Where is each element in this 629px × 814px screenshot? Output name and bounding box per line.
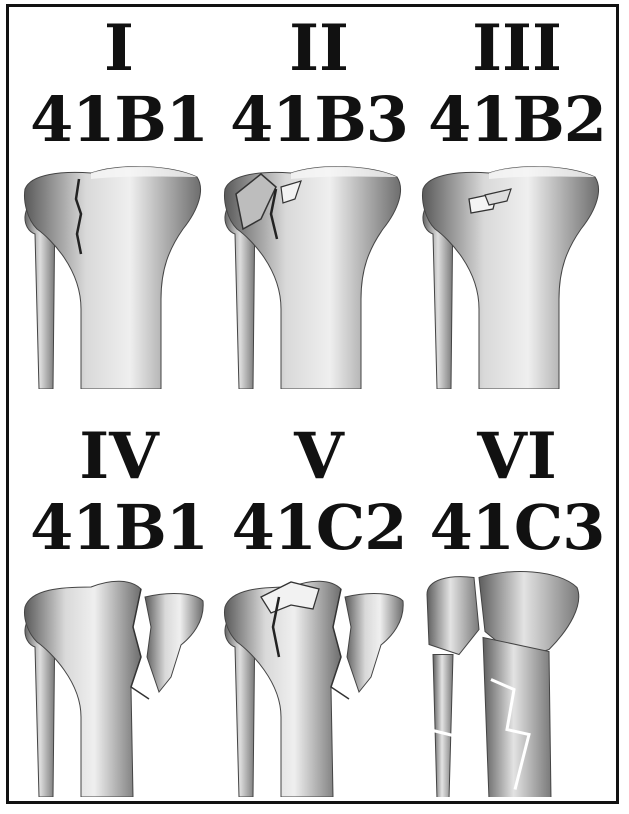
tibia-bone [423, 167, 599, 389]
panel-type-2: II 41B3 [221, 9, 417, 389]
tibia-bone [25, 167, 201, 389]
type-label: II [221, 17, 417, 81]
tibia-illustration [21, 159, 217, 389]
tibia-bone [225, 581, 404, 797]
ao-code-label: 41C3 [419, 497, 615, 559]
ao-code-label: 41B2 [419, 89, 615, 151]
type-label: III [419, 17, 615, 81]
figure-frame: I 41B1 II 41B3 III 41B2 IV 41B1 [6, 4, 619, 804]
panel-type-1: I 41B1 [21, 9, 217, 389]
fibula [433, 655, 453, 798]
panel-type-6: VI 41C3 [419, 417, 615, 797]
panel-type-4: IV 41B1 [21, 417, 217, 797]
panel-type-5: V 41C2 [221, 417, 417, 797]
tibia-illustration [221, 159, 417, 389]
ao-code-label: 41B1 [21, 89, 217, 151]
panel-type-3: III 41B2 [419, 9, 615, 389]
ao-code-label: 41C2 [221, 497, 417, 559]
tibia-illustration [21, 567, 217, 797]
tibia-illustration [221, 567, 417, 797]
ao-code-label: 41B3 [221, 89, 417, 151]
type-label: VI [419, 425, 615, 489]
diaphysis [483, 638, 551, 798]
type-label: V [221, 425, 417, 489]
tibia-illustration [419, 159, 615, 389]
type-label: IV [21, 425, 217, 489]
lateral-condyle-fragment [427, 577, 479, 655]
type-label: I [21, 17, 217, 81]
ao-code-label: 41B1 [21, 497, 217, 559]
tibia-illustration [419, 552, 615, 797]
tibia-bone [25, 581, 204, 797]
